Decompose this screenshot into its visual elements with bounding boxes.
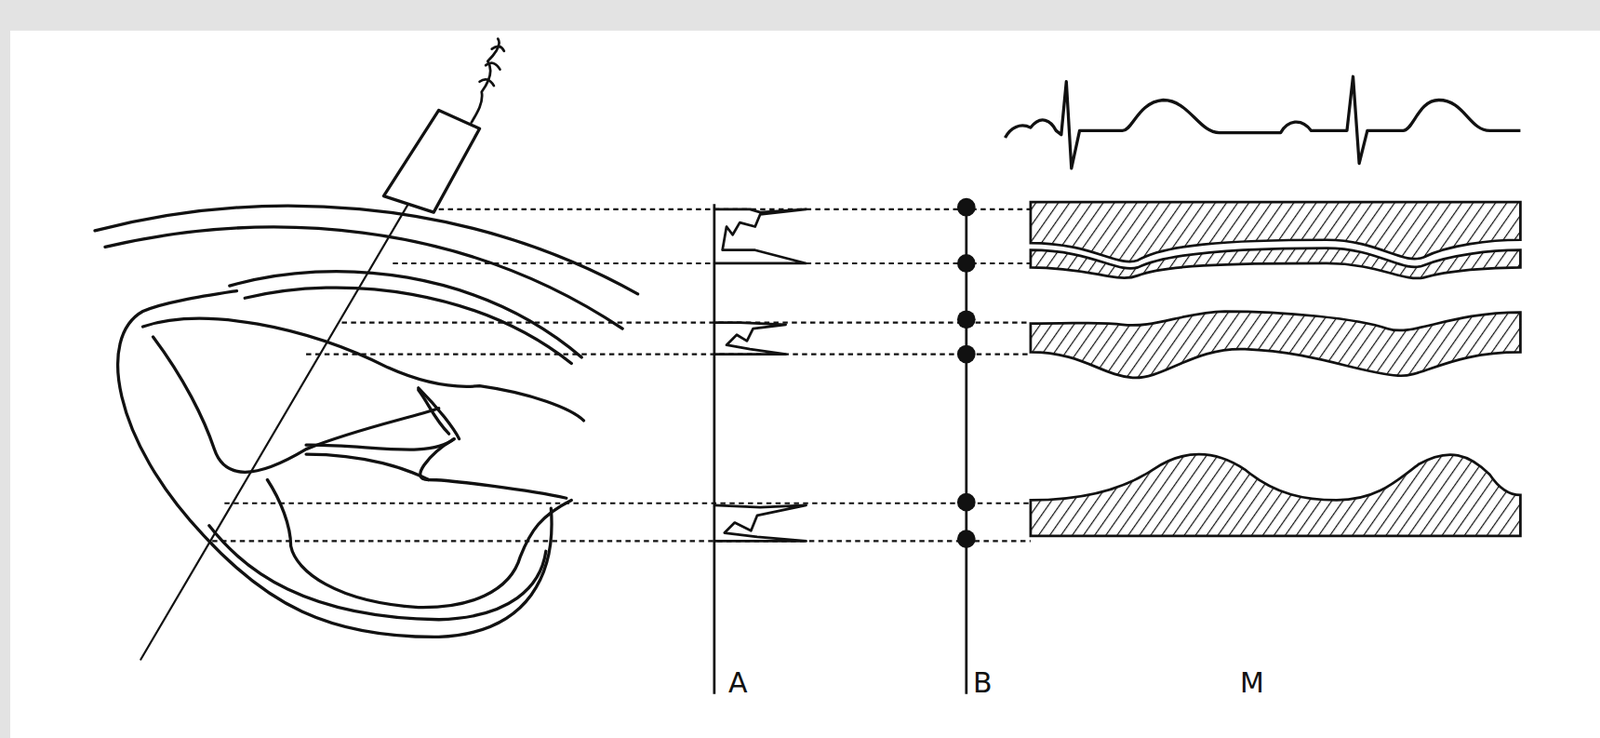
mode-label: B [971,667,995,698]
mode-label: M [1238,667,1267,698]
mode-label: A [726,667,750,698]
